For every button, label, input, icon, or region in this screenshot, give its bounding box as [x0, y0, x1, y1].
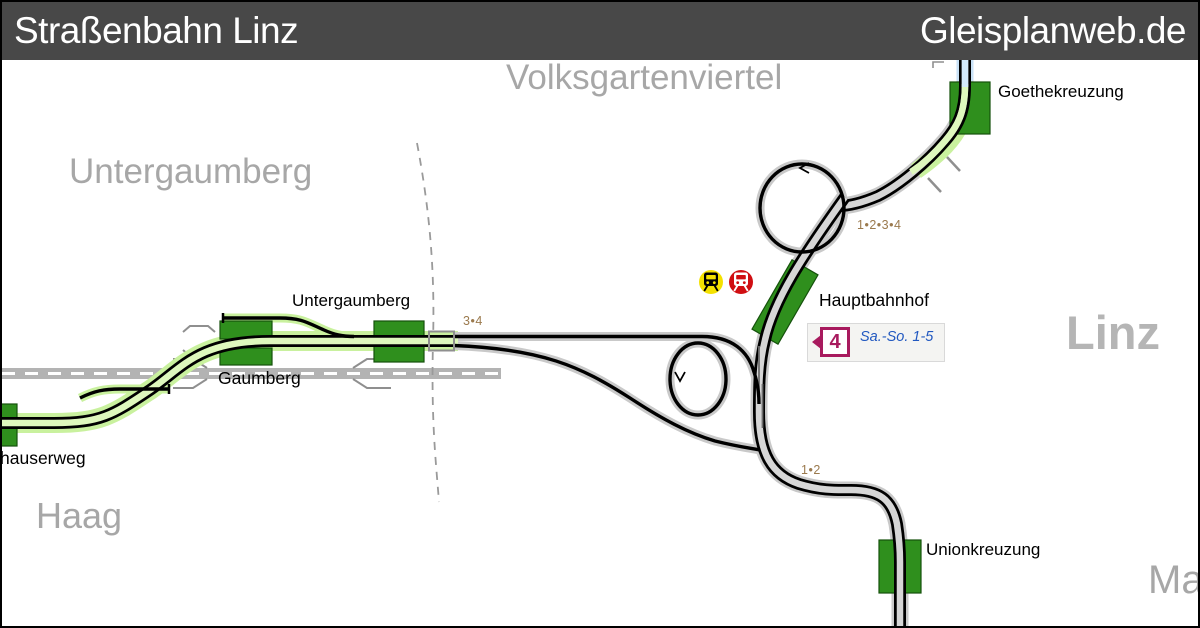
- railway-icon: [729, 270, 753, 294]
- station-label-goethekreuzung: Goethekreuzung: [998, 82, 1124, 101]
- station-label-hauserweg: hauserweg: [0, 448, 86, 468]
- district-label-ma: Ma: [1148, 558, 1200, 602]
- line-number-sign: 4: [820, 327, 850, 357]
- route-label-12: 1•2: [801, 463, 821, 477]
- route-label-1234: 1•2•3•4: [857, 218, 902, 232]
- road: [2, 368, 501, 379]
- district-label-volksgartenviertel: Volksgartenviertel: [506, 58, 783, 97]
- site-logo[interactable]: Gleisplanweb.de: [919, 10, 1187, 51]
- station-label-hauptbahnhof: Hauptbahnhof: [819, 290, 929, 310]
- station-label-gaumberg: Gaumberg: [218, 368, 301, 388]
- track-rails: [2, 58, 971, 626]
- station-label-unionkreuzung: Unionkreuzung: [926, 540, 1041, 559]
- district-label-untergaumberg: Untergaumberg: [69, 152, 313, 191]
- schedule-badge: 4 Sa.-So. 1-5: [807, 323, 945, 362]
- loop-arrow-south: [674, 371, 686, 383]
- page-title: Straßenbahn Linz: [14, 10, 299, 51]
- header-bar: Straßenbahn Linz Gleisplanweb.de: [2, 2, 1198, 60]
- route-label-34: 3•4: [463, 314, 483, 328]
- loop-arrow-north: [798, 162, 810, 174]
- suburban-rail-icon: [699, 270, 723, 294]
- section-markers: [428, 61, 961, 383]
- schedule-text: Sa.-So. 1-5: [860, 329, 934, 345]
- badge-direction-arrow-icon: [812, 335, 821, 349]
- station-label-untergaumberg: Untergaumberg: [292, 291, 411, 310]
- district-label-linz: Linz: [1066, 306, 1160, 359]
- district-label-haag: Haag: [36, 495, 123, 536]
